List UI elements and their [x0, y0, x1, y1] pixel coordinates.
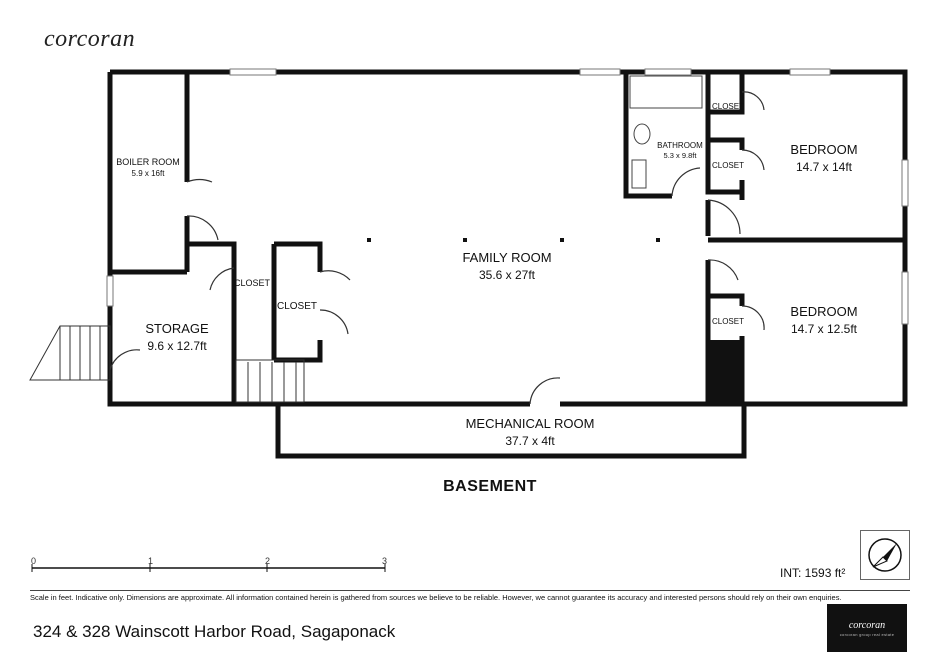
mechanical-room-dims: 37.7 x 4ft [505, 434, 555, 448]
closet-e-name: CLOSET [712, 317, 744, 326]
property-address: 324 & 328 Wainscott Harbor Road, Sagapon… [33, 622, 396, 641]
bedroom-2-dims: 14.7 x 12.5ft [791, 322, 858, 336]
footer-logo: corcoran corcoran group real estate [827, 604, 907, 652]
window [106, 275, 114, 307]
door-swing [209, 267, 235, 291]
door-swing [109, 349, 141, 371]
door-swing [741, 305, 765, 331]
north-arrow-icon [868, 538, 902, 572]
closet-a-name: CLOSET [234, 278, 271, 288]
door-swing [529, 377, 561, 405]
storage-dims: 9.6 x 12.7ft [147, 339, 207, 353]
bathroom-dims: 5.3 x 9.8ft [664, 151, 698, 160]
door-swing [741, 91, 765, 111]
door-swing [319, 270, 351, 281]
floor-title: BASEMENT [443, 478, 537, 495]
storage-name: STORAGE [145, 321, 209, 336]
post [463, 238, 467, 242]
window [901, 159, 909, 207]
door-swing [186, 215, 219, 241]
doors [109, 91, 765, 405]
mechanical-room-name: MECHANICAL ROOM [466, 416, 595, 431]
door-swing [319, 309, 349, 335]
door-swing [186, 179, 213, 183]
structural-column [708, 340, 742, 404]
windows [106, 68, 909, 325]
closet-c-wall [708, 92, 745, 115]
disclaimer: Scale in feet. Indicative only. Dimensio… [30, 590, 910, 602]
stair-run [235, 359, 305, 403]
door-swing [707, 199, 741, 235]
closet-e-wall [708, 293, 745, 306]
bathroom-name: BATHROOM [657, 141, 703, 150]
family-room-dims: 35.6 x 27ft [479, 268, 536, 282]
boiler-room-name: BOILER ROOM [116, 157, 180, 167]
footer-logo-sub: corcoran group real estate [839, 631, 895, 637]
closet-b-name: CLOSET [277, 301, 317, 312]
footer-logo-text: corcoran [848, 619, 886, 631]
closet-b-wall [274, 241, 323, 272]
scale-tick-label: 2 [265, 556, 271, 566]
toilet [633, 123, 651, 145]
stairs [29, 325, 305, 403]
corcoran-logo: corcoran [44, 26, 136, 52]
post [367, 238, 371, 242]
bathtub [629, 75, 703, 109]
scale-tick-label: 0 [31, 556, 37, 566]
window [644, 68, 692, 76]
interior-area: INT: 1593 ft² [780, 566, 846, 580]
closet-b-bottom-wall [274, 340, 323, 363]
sink [631, 159, 647, 189]
bathroom-wall [623, 72, 672, 199]
post [560, 238, 564, 242]
closet-d-top-wall [708, 137, 745, 150]
family-room-name: FAMILY ROOM [462, 250, 551, 265]
window [579, 68, 621, 76]
bedroom-1-name: BEDROOM [790, 142, 857, 157]
closet-c-name: CLOSET [712, 102, 744, 111]
door-swing [741, 149, 765, 171]
bedroom-1-dims: 14.7 x 14ft [796, 160, 853, 174]
closet-d-wall [705, 140, 745, 195]
window [789, 68, 831, 76]
compass [860, 530, 910, 580]
closet-d-name: CLOSET [712, 161, 744, 170]
bathroom-fixtures [629, 75, 703, 189]
door-swing [671, 167, 701, 197]
posts [367, 238, 660, 242]
boiler-room-dims: 5.9 x 16ft [132, 169, 166, 178]
bedroom-2-name: BEDROOM [790, 304, 857, 319]
exterior-stair [29, 325, 111, 381]
window [901, 271, 909, 325]
post [656, 238, 660, 242]
scale-tick-label: 3 [382, 556, 388, 566]
scale-bar [31, 564, 386, 572]
floor-plan: BOILER ROOM 5.9 x 16ft STORAGE 9.6 x 12.… [29, 68, 909, 459]
door-swing [707, 259, 739, 281]
scale-tick-label: 1 [148, 556, 154, 566]
window [229, 68, 277, 76]
